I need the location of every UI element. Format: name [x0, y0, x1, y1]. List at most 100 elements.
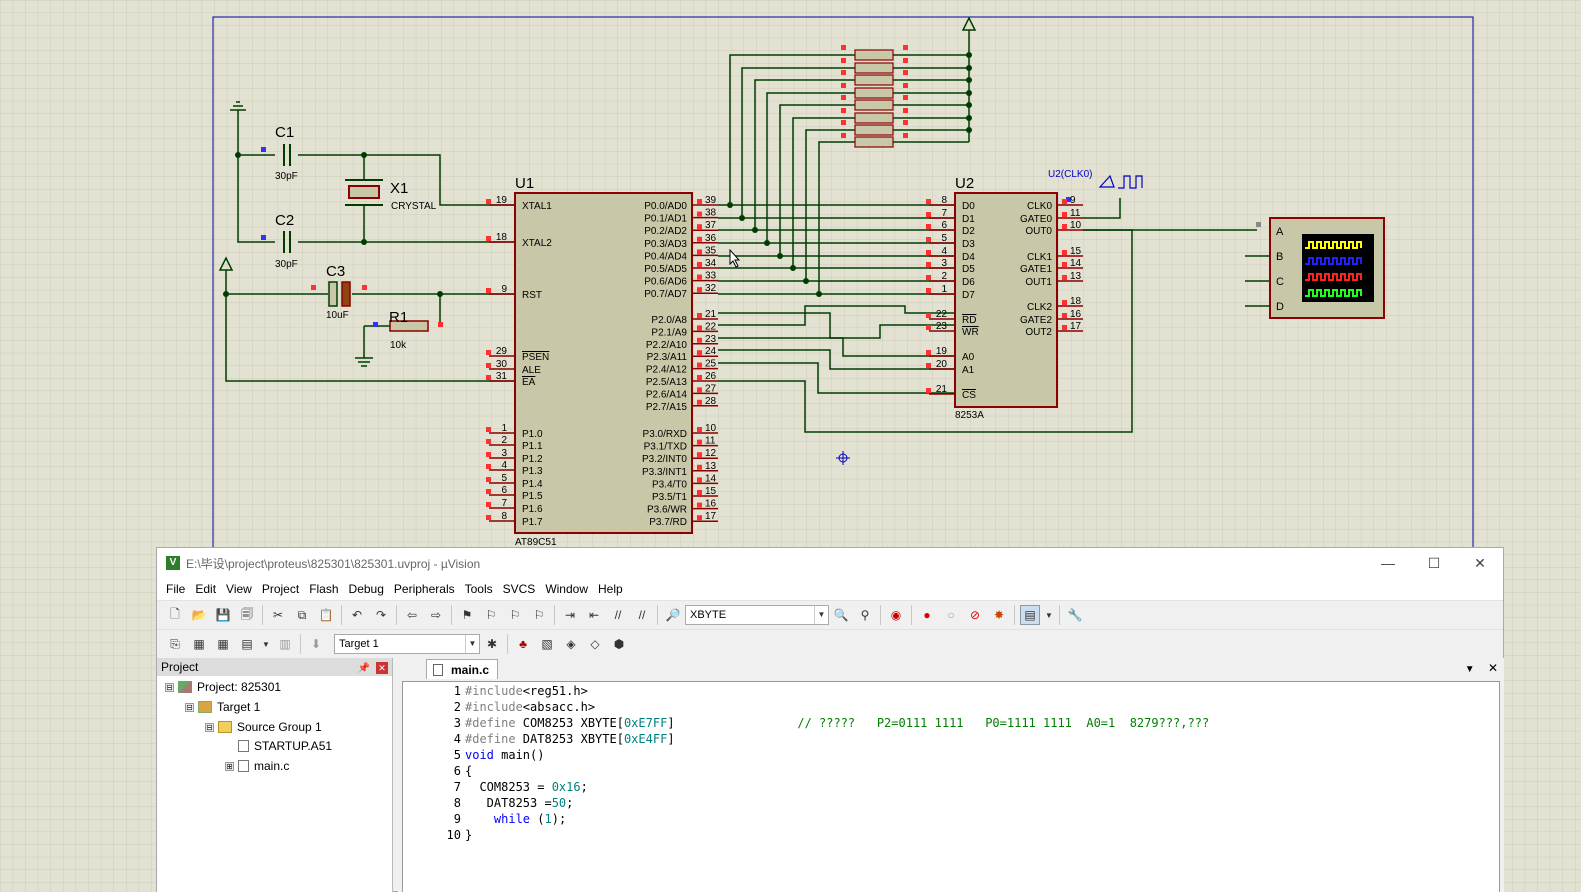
prev-bookmark-icon[interactable]: ⚐: [485, 608, 497, 622]
menu-file[interactable]: File: [166, 582, 186, 596]
menu-project[interactable]: Project: [261, 582, 300, 596]
menu-help[interactable]: Help: [598, 582, 623, 596]
tree-item-target[interactable]: ⊟ Target 1: [185, 698, 260, 716]
u2-pin-d0[interactable]: 8D0: [926, 195, 975, 212]
u1-pin-p1-5[interactable]: 6P1.5: [486, 485, 543, 502]
tab-main-c[interactable]: main.c: [426, 659, 499, 679]
menu-svcs[interactable]: SVCS: [502, 582, 536, 596]
u2-pin-d1[interactable]: 7D1: [926, 208, 975, 225]
window-layout-icon[interactable]: ▤: [1020, 605, 1040, 625]
batch-build-icon[interactable]: ▤: [241, 637, 253, 651]
debug-session-icon[interactable]: ◉: [890, 608, 902, 622]
u1-pin-p1-2[interactable]: 3P1.2: [486, 448, 543, 465]
target-options-icon[interactable]: ✱: [486, 637, 498, 651]
incremental-find-icon[interactable]: ⚲: [860, 608, 870, 622]
collapse-icon[interactable]: ⊟: [205, 722, 214, 732]
comment-icon[interactable]: //: [614, 608, 622, 622]
code-line[interactable]: {: [465, 764, 473, 778]
indent-icon[interactable]: ⇥: [564, 608, 576, 622]
chevron-down-icon[interactable]: ▼: [465, 635, 479, 653]
menu-peripherals[interactable]: Peripherals: [393, 582, 455, 596]
menu-debug[interactable]: Debug: [348, 582, 384, 596]
find-in-files-icon[interactable]: 🔎: [665, 608, 681, 622]
save-all-icon[interactable]: 🗐: [241, 606, 253, 621]
kill-breakpoints-icon[interactable]: ✸: [993, 608, 1005, 622]
software-packs-icon[interactable]: ⬢: [613, 637, 625, 651]
code-line[interactable]: void main(): [465, 748, 545, 762]
menu-window[interactable]: Window: [545, 582, 588, 596]
target-combo[interactable]: Target 1 ▼: [334, 634, 480, 654]
next-bookmark-icon[interactable]: ⚐: [509, 608, 521, 622]
u1-pin-p1-1[interactable]: 2P1.1: [486, 435, 543, 452]
code-line[interactable]: #include<absacc.h>: [465, 700, 596, 714]
u2-pin-d6[interactable]: 2D6: [926, 271, 975, 288]
translate-icon[interactable]: ⎘: [170, 636, 180, 651]
rebuild-icon[interactable]: ▦: [217, 637, 229, 651]
breakpoint-icon[interactable]: ●: [923, 608, 931, 622]
u2-pin-d5[interactable]: 3D5: [926, 258, 975, 275]
unindent-icon[interactable]: ⇤: [588, 608, 600, 622]
menu-tools[interactable]: Tools: [464, 582, 493, 596]
disable-breakpoint-icon[interactable]: ○: [947, 608, 955, 622]
layout-dropdown-icon[interactable]: ▼: [1045, 610, 1053, 620]
u1-pin-p1-7[interactable]: 8P1.7: [486, 511, 543, 528]
u2-pin-d7[interactable]: 1D7: [926, 284, 975, 301]
tab-list-icon[interactable]: ▼: [1464, 664, 1475, 675]
code-line[interactable]: DAT8253 =50;: [465, 796, 574, 810]
close-tab-icon[interactable]: ✕: [1487, 661, 1498, 675]
minimize-button[interactable]: —: [1381, 555, 1395, 571]
u1-pin-p1-3[interactable]: 4P1.3: [486, 460, 543, 477]
tree-item-startup[interactable]: STARTUP.A51: [238, 737, 332, 755]
save-icon[interactable]: 💾: [215, 608, 231, 622]
oscilloscope[interactable]: [1256, 217, 1385, 319]
collapse-icon[interactable]: ⊟: [185, 702, 194, 712]
close-icon[interactable]: ✕: [376, 662, 388, 674]
manage-project-items-icon[interactable]: ♣: [519, 637, 527, 651]
code-line[interactable]: #define COM8253 XBYTE[0xE7FF] // ????? P…: [465, 716, 1210, 730]
disable-all-breakpoints-icon[interactable]: ⊘: [969, 608, 981, 622]
uvision-window[interactable]: V E:\毕设\project\proteus\825301\825301.uv…: [156, 547, 1504, 892]
new-file-icon[interactable]: 🗋: [170, 606, 180, 621]
u2-pin-d4[interactable]: 4D4: [926, 246, 975, 263]
expand-icon[interactable]: ⊞: [225, 761, 234, 771]
tree-item-source-group[interactable]: ⊟ Source Group 1: [205, 718, 322, 736]
nav-forward-icon[interactable]: ⇨: [430, 608, 442, 622]
u2-pin-d3[interactable]: 5D3: [926, 233, 975, 250]
pack-installer-icon[interactable]: ◇: [590, 637, 600, 651]
manage-rte-icon[interactable]: ▧: [541, 637, 553, 651]
download-icon[interactable]: ⬇: [310, 637, 322, 651]
chevron-down-icon[interactable]: ▼: [814, 606, 828, 624]
u1-pin-p1-4[interactable]: 5P1.4: [486, 473, 543, 490]
copy-icon[interactable]: ⧉: [297, 607, 307, 622]
stop-build-icon[interactable]: ▥: [279, 637, 291, 651]
